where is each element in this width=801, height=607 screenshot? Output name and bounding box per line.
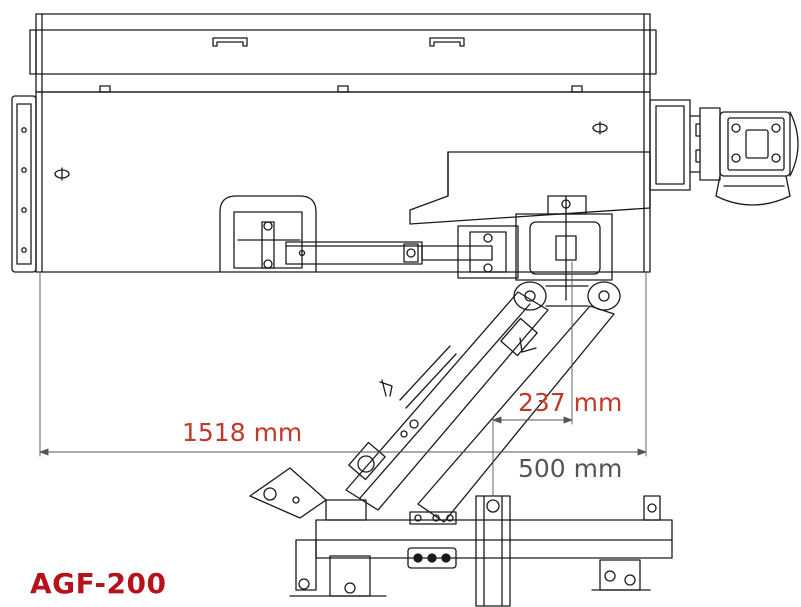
main-body [11, 91, 651, 273]
diagonal-arm [345, 291, 615, 523]
arm-dimension-label: 500 mm [518, 454, 623, 483]
pivot-assembly [457, 195, 621, 311]
top-cover [29, 13, 657, 93]
front-hitch [249, 467, 673, 607]
offset-dimension-label: 237 mm [518, 388, 623, 417]
dimension-lines [39, 261, 647, 497]
width-dimension-label: 1518 mm [182, 418, 303, 447]
cylinder-mount [219, 195, 317, 273]
model-title: AGF-200 [30, 567, 167, 600]
gearbox [649, 99, 799, 206]
hydraulic-cylinder [285, 241, 493, 265]
